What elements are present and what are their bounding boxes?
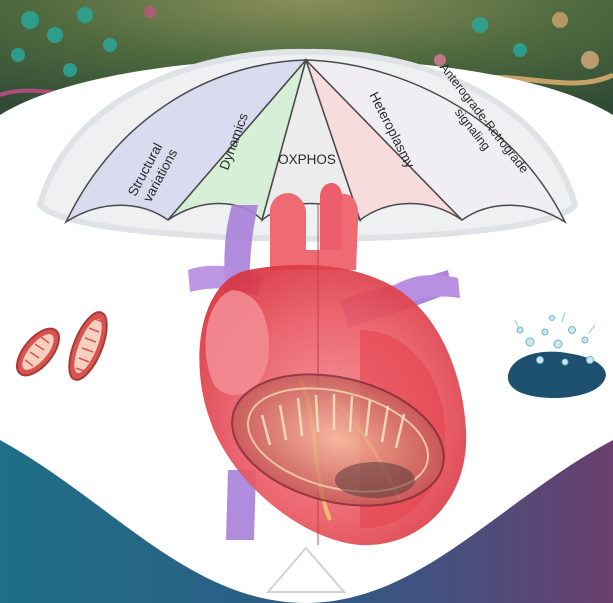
label-oxphos: OXPHOS bbox=[278, 152, 336, 167]
aortic-branch bbox=[320, 183, 342, 250]
mitochondrion-matrix-dark bbox=[335, 462, 415, 498]
